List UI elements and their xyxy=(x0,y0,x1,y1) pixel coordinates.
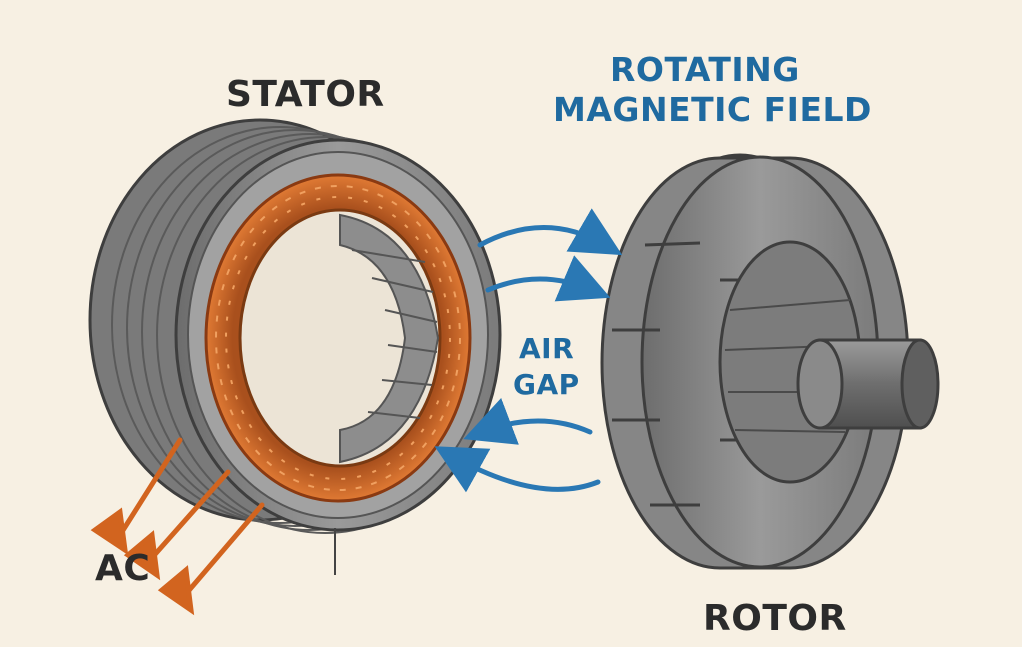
field-arrows xyxy=(434,208,623,493)
air-gap-label-line2: GAP xyxy=(513,368,580,401)
ac-input-arrows xyxy=(90,437,265,616)
ac-arrow-2 xyxy=(123,469,231,581)
ac-label: AC xyxy=(95,548,151,589)
ac-arrow-1 xyxy=(90,437,183,556)
field-label-line1: ROTATING xyxy=(610,50,800,89)
rotor-label: ROTOR xyxy=(703,598,847,639)
stator-slots xyxy=(339,213,440,464)
field-arrow-bottom-1 xyxy=(463,397,593,445)
shaft-end xyxy=(900,338,940,430)
air-gap-label-line1: AIR xyxy=(519,332,575,365)
shaft xyxy=(796,338,940,430)
rotor xyxy=(600,153,940,570)
ac-arrow-3 xyxy=(157,502,265,616)
stator xyxy=(88,118,502,575)
field-arrow-top-1 xyxy=(477,208,623,256)
field-label-line2: MAGNETIC FIELD xyxy=(553,90,872,129)
winding-coil-marks xyxy=(215,185,461,491)
stator-label: STATOR xyxy=(226,74,385,115)
field-arrow-top-2 xyxy=(485,255,611,302)
field-arrow-bottom-2 xyxy=(434,446,601,493)
